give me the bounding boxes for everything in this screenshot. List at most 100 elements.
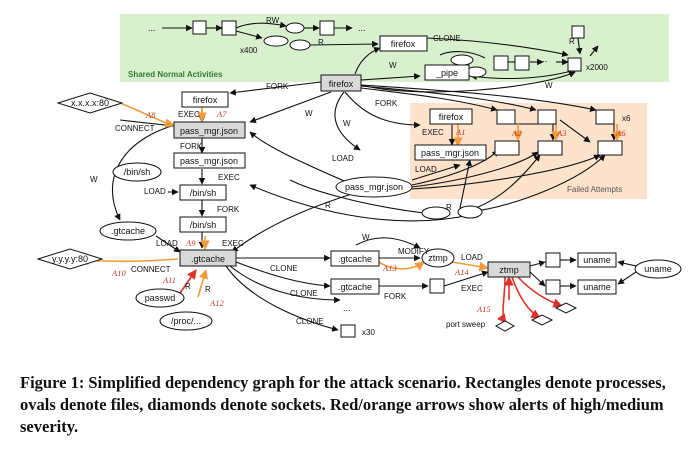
edge-label: CLONE: [296, 317, 324, 326]
shared-chain-nodes: ... ... x400 firefox ... x2000 _pipe fir…: [148, 20, 608, 92]
edge-label: R: [205, 285, 211, 294]
pass-mgr-fork-label: pass_mgr.json: [180, 156, 238, 166]
process-node: [595, 109, 615, 125]
file-node: [457, 205, 483, 219]
gtcache-clone1-label: .gtcache: [338, 254, 372, 264]
alert-labels: A8 A7 A1 A2 A3 A6 A9 A10 A11 A12 A13 A14…: [111, 109, 626, 314]
pipe-node: [424, 64, 470, 81]
dependency-graph: Shared Normal Activities Failed Attempts: [36, 14, 682, 338]
count-x400: x400: [240, 46, 258, 55]
edge-label: RW: [266, 16, 280, 25]
edge-label: R: [318, 38, 324, 47]
bin-sh-file-node: [112, 162, 162, 182]
alert-label: A9: [185, 238, 196, 248]
gtcache-clone2-label: .gtcache: [338, 282, 372, 292]
edge-label: FORK: [266, 82, 289, 91]
process-node: [537, 140, 563, 156]
pass-mgr-file-label: pass_mgr.json: [345, 182, 403, 192]
firefox-failed-label: firefox: [439, 112, 464, 122]
process-node: [545, 252, 561, 268]
firefox-failed-node: [429, 108, 473, 125]
edge-label: FORK: [180, 142, 203, 151]
edge-label: R: [185, 282, 191, 291]
edge-label: W: [362, 233, 370, 242]
gtcache-clone1-node: [330, 250, 380, 267]
passwd-file-label: passwd: [145, 293, 176, 303]
bin-sh-2-label: /bin/sh: [190, 220, 217, 230]
ztmp-file-node: [421, 248, 455, 268]
ellipsis-lower: ...: [343, 303, 351, 313]
socket-node: [554, 302, 578, 314]
edge-label: LOAD: [156, 239, 178, 248]
process-node: [494, 140, 520, 156]
edge-labels: RW CLONE R R W W FORK FORK W W EXEC FORK…: [90, 16, 575, 326]
file-node: [289, 39, 311, 51]
alert-label: A7: [216, 109, 227, 119]
shared-activities-label: Shared Normal Activities: [128, 70, 223, 79]
gtcache-subtree-nodes: .gtcache .gtcache ... x30 ztmp ztmp unam…: [330, 248, 682, 338]
pass-mgr-file-node: [335, 176, 413, 198]
uname1-node: [577, 252, 617, 268]
edge-label: R: [325, 201, 331, 210]
edge-label: W: [545, 81, 553, 90]
ellipsis-top-mid: ...: [358, 23, 366, 33]
process-node: [537, 109, 557, 125]
proc-file-node: [159, 311, 213, 331]
process-node: [340, 324, 356, 338]
uname-file-label: uname: [644, 264, 672, 274]
edge-label: FORK: [375, 99, 398, 108]
process-node: [493, 55, 509, 71]
socket-node: [530, 314, 554, 326]
edge-label: LOAD: [461, 253, 483, 262]
gtcache-clone2-node: [330, 278, 380, 295]
firefox-main-node: [320, 74, 362, 92]
edge-label: CLONE: [433, 34, 461, 43]
edge-label: MODIFY: [398, 247, 430, 256]
gtcache-proc-label: .gtcache: [191, 254, 225, 264]
edge-label: CLONE: [270, 264, 298, 273]
edge-label: W: [305, 109, 313, 118]
ellipsis-top-left: ...: [148, 23, 156, 33]
process-node: [319, 20, 335, 36]
ztmp-proc-node: [487, 261, 531, 278]
pass-mgr-failed-label: pass_mgr.json: [421, 148, 479, 158]
file-node: [450, 54, 474, 66]
edge-label: EXEC: [178, 110, 200, 119]
pass-mgr-exec-label: pass_mgr.json: [180, 126, 238, 136]
ztmp-file-label: ztmp: [428, 253, 448, 263]
socket-x-node: [56, 92, 124, 114]
ztmp-proc-label: ztmp: [499, 265, 519, 275]
process-node: [545, 279, 561, 295]
count-x6: x6: [622, 114, 631, 123]
alert-label: A3: [556, 128, 566, 138]
edge-label: LOAD: [332, 154, 354, 163]
edge-label: CLONE: [290, 289, 318, 298]
count-x2000: x2000: [586, 63, 608, 72]
edge-label: W: [90, 175, 98, 184]
socket-x-label: x.x.x.x:80: [71, 98, 109, 108]
edge-label: CONNECT: [131, 265, 171, 274]
process-node: [496, 109, 516, 125]
process-node: [514, 55, 530, 71]
process-node: [429, 278, 445, 294]
edge-label: FORK: [217, 205, 240, 214]
alert-label: A2: [511, 128, 522, 138]
edge-label: EXEC: [422, 128, 444, 137]
edge-label: CONNECT: [115, 124, 155, 133]
proc-file-label: /proc/...: [171, 316, 201, 326]
socket-y-node: [36, 248, 104, 270]
edge-label: EXEC: [461, 284, 483, 293]
pipe-label: _pipe: [435, 68, 458, 78]
alert-label: A8: [145, 110, 156, 120]
port-sweep-label: port sweep: [446, 320, 486, 329]
firefox-top-label: firefox: [391, 39, 416, 49]
edge-label: R: [446, 203, 452, 212]
alert-label: A10: [111, 268, 126, 278]
bin-sh-file-label: /bin/sh: [124, 167, 151, 177]
alert-label: A6: [615, 128, 626, 138]
process-node: [567, 57, 582, 72]
process-node: [221, 20, 237, 36]
alert-label: A11: [162, 275, 176, 285]
gtcache-file-node: [99, 221, 157, 241]
uname1-label: uname: [583, 255, 611, 265]
